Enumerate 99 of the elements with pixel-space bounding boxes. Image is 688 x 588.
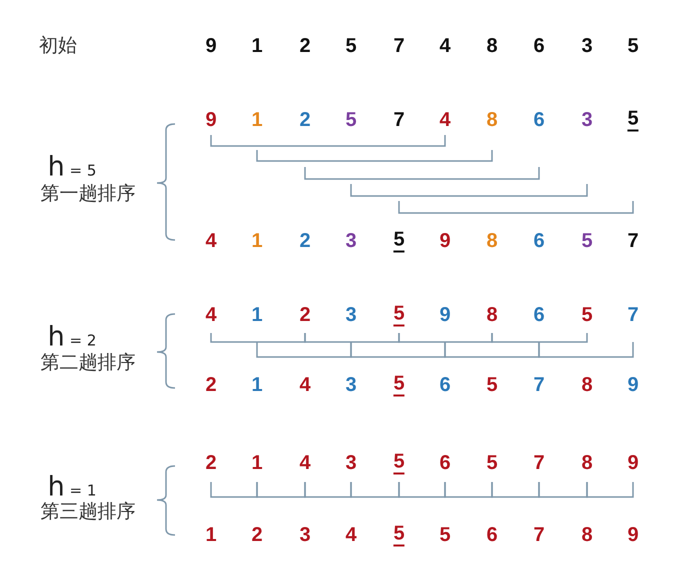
array-value: 9	[439, 231, 451, 251]
array-value: 6	[533, 231, 545, 251]
array-value: 4	[439, 110, 451, 130]
array-value: 6	[439, 375, 451, 395]
array-value: 7	[627, 305, 639, 325]
array-value: 7	[533, 525, 545, 545]
array-value: 8	[486, 36, 498, 56]
array-value: 8	[581, 375, 593, 395]
connector-line	[210, 135, 446, 147]
array-value: 7	[393, 36, 405, 56]
array-value: 5	[627, 36, 639, 56]
array-value: 3	[345, 375, 357, 395]
pass-label: 第二趟排序	[40, 354, 136, 372]
array-value: 5	[486, 375, 498, 395]
gap-label: h = 1	[48, 474, 96, 500]
array-value: 5	[393, 452, 405, 474]
array-value: 1	[251, 375, 263, 395]
array-value: 3	[581, 36, 593, 56]
array-value: 1	[205, 525, 217, 545]
array-value: 3	[581, 110, 593, 130]
connector-line	[210, 333, 306, 343]
array-value: 2	[299, 231, 311, 251]
array-value: 3	[345, 231, 357, 251]
array-value: 7	[533, 453, 545, 473]
array-value: 6	[439, 453, 451, 473]
array-value: 8	[486, 110, 498, 130]
connector-line	[444, 342, 540, 358]
gap-label: h = 2	[48, 324, 96, 350]
array-value: 2	[205, 453, 217, 473]
array-value: 5	[393, 524, 405, 546]
array-value: 8	[486, 231, 498, 251]
array-value: 1	[251, 453, 263, 473]
array-value: 5	[345, 36, 357, 56]
array-value: 3	[345, 305, 357, 325]
connector-line	[350, 184, 588, 197]
connector-line	[256, 150, 493, 162]
array-value: 5	[627, 108, 639, 132]
connector-line	[256, 342, 352, 358]
array-value: 4	[345, 525, 357, 545]
array-value: 1	[251, 231, 263, 251]
array-value: 1	[251, 110, 263, 130]
array-value: 1	[251, 305, 263, 325]
connector-line	[444, 482, 493, 498]
array-value: 2	[251, 525, 263, 545]
array-value: 4	[205, 305, 217, 325]
connector-line	[398, 201, 634, 214]
array-value: 9	[627, 375, 639, 395]
connector-line	[398, 333, 493, 343]
array-value: 4	[205, 231, 217, 251]
array-value: 6	[486, 525, 498, 545]
array-value: 7	[393, 110, 405, 130]
array-value: 9	[627, 525, 639, 545]
array-value: 2	[299, 305, 311, 325]
connector-line	[398, 482, 446, 498]
connector-line	[256, 482, 306, 498]
connector-line	[304, 333, 400, 343]
array-value: 8	[581, 525, 593, 545]
row-label: 初始	[39, 36, 77, 56]
array-value: 2	[205, 375, 217, 395]
array-value: 5	[486, 453, 498, 473]
array-value: 4	[299, 453, 311, 473]
array-value: 8	[581, 453, 593, 473]
array-value: 6	[533, 305, 545, 325]
connector-line	[586, 482, 634, 498]
array-value: 9	[439, 305, 451, 325]
array-value: 2	[299, 110, 311, 130]
array-value: 5	[393, 374, 405, 396]
array-value: 9	[627, 453, 639, 473]
array-value: 4	[439, 36, 451, 56]
connector-line	[538, 342, 634, 358]
array-value: 6	[533, 36, 545, 56]
array-value: 5	[393, 304, 405, 326]
pass-label: 第一趟排序	[40, 184, 136, 204]
gap-label: h = 5	[48, 154, 96, 180]
connector-line	[350, 482, 400, 498]
array-value: 8	[486, 305, 498, 325]
array-value: 9	[205, 110, 217, 130]
connector-line	[304, 482, 352, 498]
array-value: 5	[393, 230, 405, 252]
array-value: 5	[345, 110, 357, 130]
connector-line	[210, 482, 258, 498]
connector-line	[491, 482, 540, 498]
connector-line	[304, 167, 540, 180]
array-value: 2	[299, 36, 311, 56]
array-value: 3	[345, 453, 357, 473]
pass-label: 第三趟排序	[40, 502, 136, 522]
array-value: 5	[581, 305, 593, 325]
connector-line	[491, 333, 588, 343]
array-value: 6	[533, 110, 545, 130]
array-value: 3	[299, 525, 311, 545]
connector-line	[350, 342, 446, 358]
array-value: 7	[627, 231, 639, 251]
array-value: 5	[581, 231, 593, 251]
array-value: 5	[439, 525, 451, 545]
array-value: 4	[299, 375, 311, 395]
array-value: 7	[533, 375, 545, 395]
array-value: 1	[251, 36, 263, 56]
connector-line	[538, 482, 588, 498]
array-value: 9	[205, 36, 217, 56]
